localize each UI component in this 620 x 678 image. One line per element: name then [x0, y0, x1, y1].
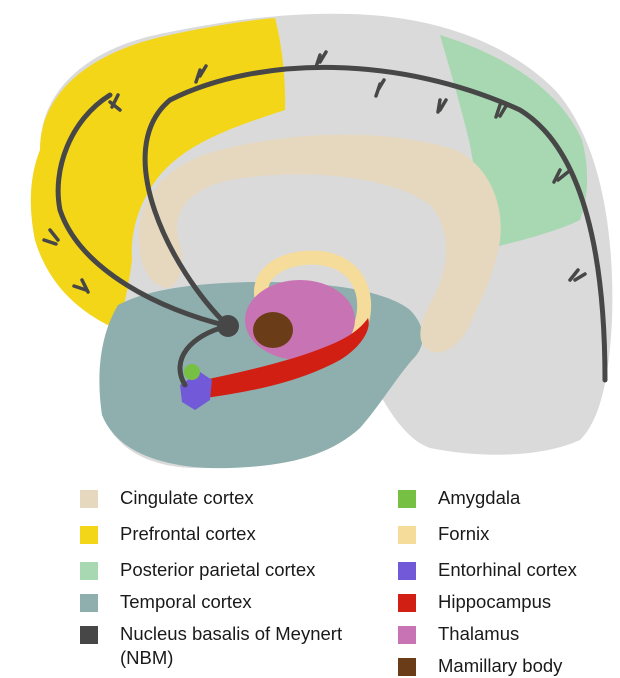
legend-label-nbm: Nucleus basalis of Meynert (NBM): [120, 622, 342, 670]
legend-label-parietal: Posterior parietal cortex: [120, 558, 315, 582]
legend-label-entorhinal: Entorhinal cortex: [438, 558, 577, 582]
legend-item-cingulate: Cingulate cortex: [80, 486, 254, 510]
swatch-prefrontal: [80, 526, 98, 544]
swatch-fornix: [398, 526, 416, 544]
legend-label-prefrontal: Prefrontal cortex: [120, 522, 256, 546]
legend-item-prefrontal: Prefrontal cortex: [80, 522, 256, 546]
legend-item-temporal: Temporal cortex: [80, 590, 252, 614]
legend-label-fornix: Fornix: [438, 522, 489, 546]
nbm-node: [217, 315, 239, 337]
swatch-hippocampus: [398, 594, 416, 612]
legend-label-cingulate: Cingulate cortex: [120, 486, 254, 510]
legend-label-temporal: Temporal cortex: [120, 590, 252, 614]
legend-item-entorhinal: Entorhinal cortex: [398, 558, 577, 582]
legend-label-thalamus: Thalamus: [438, 622, 519, 646]
swatch-cingulate: [80, 490, 98, 508]
legend-item-amygdala: Amygdala: [398, 486, 520, 510]
legend-item-thalamus: Thalamus: [398, 622, 519, 646]
legend-label-mamillary: Mamillary body: [438, 654, 562, 678]
legend-label-amygdala: Amygdala: [438, 486, 520, 510]
brain-diagram: [0, 0, 620, 480]
swatch-mamillary: [398, 658, 416, 676]
legend-item-hippocampus: Hippocampus: [398, 590, 551, 614]
swatch-entorhinal: [398, 562, 416, 580]
swatch-temporal: [80, 594, 98, 612]
legend-label-hippocampus: Hippocampus: [438, 590, 551, 614]
legend-item-fornix: Fornix: [398, 522, 489, 546]
legend: Cingulate cortex Prefrontal cortex Poste…: [0, 480, 620, 676]
legend-item-mamillary: Mamillary body: [398, 654, 562, 678]
legend-item-parietal: Posterior parietal cortex: [80, 558, 315, 582]
swatch-thalamus: [398, 626, 416, 644]
legend-item-nbm: Nucleus basalis of Meynert (NBM): [80, 622, 342, 670]
swatch-amygdala: [398, 490, 416, 508]
amygdala-structure: [184, 364, 200, 380]
swatch-nbm: [80, 626, 98, 644]
swatch-parietal: [80, 562, 98, 580]
mamillary-body-structure: [253, 312, 293, 348]
